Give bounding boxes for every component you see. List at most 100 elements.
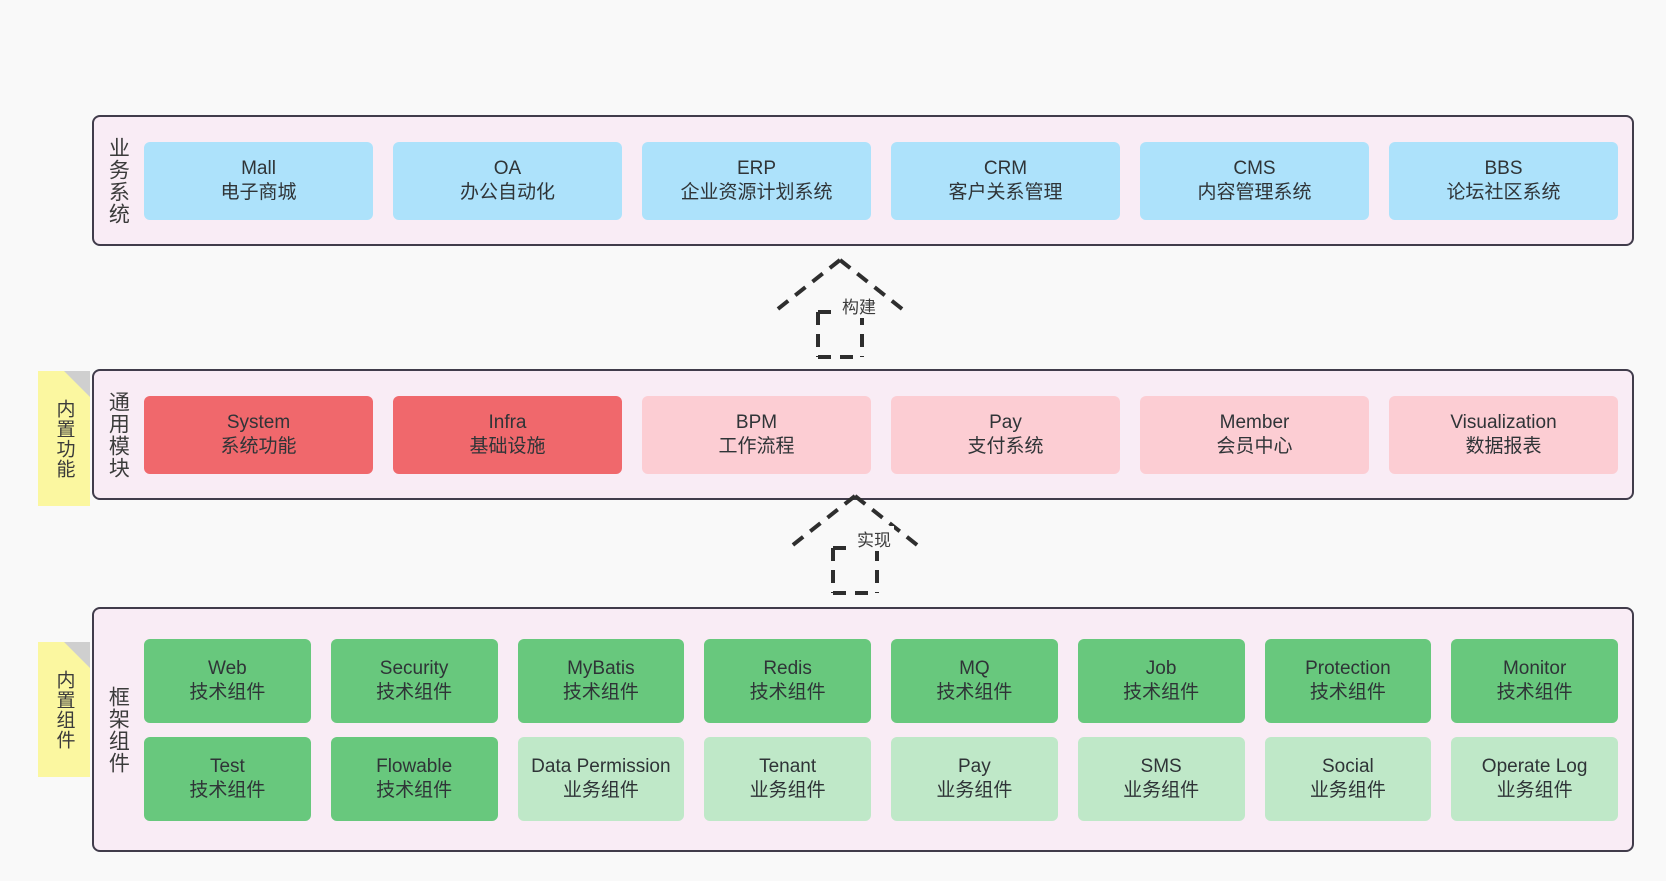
node-title: Infra [488, 412, 527, 434]
layer-body-business: Mall 电子商城 OA 办公自动化 ERP 企业资源计划系统 CRM 客户关系… [140, 117, 1632, 244]
node-subtitle: 企业资源计划系统 [680, 181, 833, 203]
node-sms[interactable]: SMS 业务组件 [1077, 736, 1245, 821]
node-title: Security [379, 658, 449, 680]
node-title: MQ [959, 658, 990, 680]
row-framework-1: Web 技术组件 Security 技术组件 MyBatis 技术组件 Redi… [144, 638, 1618, 723]
node-pay-module[interactable]: Pay 支付系统 [891, 395, 1120, 474]
node-title: CMS [1233, 158, 1276, 180]
node-title: ERP [736, 158, 777, 180]
node-bpm[interactable]: BPM 工作流程 [642, 395, 871, 474]
node-title: Social [1322, 756, 1374, 778]
node-subtitle: 业务组件 [936, 779, 1013, 801]
node-title: Visualization [1450, 412, 1557, 434]
node-title: MyBatis [567, 658, 635, 680]
node-subtitle: 技术组件 [1123, 681, 1200, 703]
node-subtitle: 基础设施 [469, 435, 546, 457]
node-oa[interactable]: OA 办公自动化 [393, 141, 622, 220]
node-subtitle: 业务组件 [1496, 779, 1573, 801]
node-subtitle: 论坛社区系统 [1446, 181, 1561, 203]
node-title: SMS [1140, 756, 1182, 778]
node-flowable[interactable]: Flowable 技术组件 [330, 736, 498, 821]
node-subtitle: 技术组件 [1309, 681, 1386, 703]
node-subtitle: 业务组件 [749, 779, 826, 801]
node-cms[interactable]: CMS 内容管理系统 [1140, 141, 1369, 220]
node-title: Web [208, 658, 247, 680]
node-title: OA [493, 158, 522, 180]
node-title: System [226, 412, 291, 434]
layer-common-modules[interactable]: 通用模块 System 系统功能 Infra 基础设施 BPM 工作流程 Pay… [92, 369, 1634, 500]
node-tenant[interactable]: Tenant 业务组件 [704, 736, 871, 821]
node-title: Monitor [1502, 658, 1567, 680]
node-erp[interactable]: ERP 企业资源计划系统 [642, 141, 871, 220]
node-subtitle: 支付系统 [967, 435, 1044, 457]
node-subtitle: 办公自动化 [459, 181, 555, 203]
node-job[interactable]: Job 技术组件 [1077, 638, 1245, 723]
node-title: Protection [1305, 658, 1391, 680]
node-subtitle: 技术组件 [562, 681, 639, 703]
node-subtitle: 技术组件 [936, 681, 1013, 703]
node-monitor[interactable]: Monitor 技术组件 [1451, 638, 1618, 723]
node-mq[interactable]: MQ 技术组件 [891, 638, 1058, 723]
node-security[interactable]: Security 技术组件 [330, 638, 498, 723]
layer-title-modules: 通用模块 [106, 390, 130, 479]
layer-body-framework: Web 技术组件 Security 技术组件 MyBatis 技术组件 Redi… [140, 609, 1632, 850]
node-subtitle: 会员中心 [1216, 435, 1293, 457]
node-subtitle: 技术组件 [1496, 681, 1573, 703]
node-subtitle: 内容管理系统 [1197, 181, 1312, 203]
sticky-note-builtin-functions[interactable]: 内置功能 [38, 371, 90, 506]
arrow-label-build: 构建 [839, 293, 879, 318]
node-subtitle: 客户关系管理 [948, 181, 1063, 203]
row-modules-1: System 系统功能 Infra 基础设施 BPM 工作流程 Pay 支付系统… [144, 395, 1618, 474]
node-subtitle: 技术组件 [376, 681, 453, 703]
node-infra[interactable]: Infra 基础设施 [393, 395, 622, 474]
node-member[interactable]: Member 会员中心 [1140, 395, 1369, 474]
node-mybatis[interactable]: MyBatis 技术组件 [517, 638, 685, 723]
node-social[interactable]: Social 业务组件 [1264, 736, 1432, 821]
node-visualization[interactable]: Visualization 数据报表 [1389, 395, 1618, 474]
node-bbs[interactable]: BBS 论坛社区系统 [1389, 141, 1618, 220]
node-title: CRM [983, 158, 1028, 180]
node-redis[interactable]: Redis 技术组件 [704, 638, 871, 723]
node-title: Pay [958, 756, 991, 778]
node-subtitle: 业务组件 [1123, 779, 1200, 801]
node-subtitle: 工作流程 [718, 435, 795, 457]
node-mall[interactable]: Mall 电子商城 [144, 141, 373, 220]
node-subtitle: 业务组件 [562, 779, 639, 801]
node-subtitle: 技术组件 [189, 779, 266, 801]
node-title: BPM [735, 412, 778, 434]
node-system[interactable]: System 系统功能 [144, 395, 373, 474]
node-title: Redis [763, 658, 812, 680]
node-title: Flowable [376, 756, 453, 778]
node-crm[interactable]: CRM 客户关系管理 [891, 141, 1120, 220]
arrow-label-implement: 实现 [854, 526, 894, 551]
node-title: Pay [989, 412, 1022, 434]
node-title: Job [1145, 658, 1177, 680]
node-web[interactable]: Web 技术组件 [144, 638, 311, 723]
node-title: Operate Log [1481, 756, 1588, 778]
row-framework-2: Test 技术组件 Flowable 技术组件 Data Permission … [144, 736, 1618, 821]
node-subtitle: 电子商城 [220, 181, 297, 203]
node-title: Mall [241, 158, 276, 180]
node-subtitle: 技术组件 [749, 681, 826, 703]
node-subtitle: 业务组件 [1309, 779, 1386, 801]
node-data-permission[interactable]: Data Permission 业务组件 [517, 736, 685, 821]
node-pay-component[interactable]: Pay 业务组件 [891, 736, 1058, 821]
node-protection[interactable]: Protection 技术组件 [1264, 638, 1432, 723]
node-subtitle: 技术组件 [376, 779, 453, 801]
node-title: Member [1219, 412, 1290, 434]
node-test[interactable]: Test 技术组件 [144, 736, 311, 821]
node-subtitle: 系统功能 [220, 435, 297, 457]
layer-title-framework: 框架组件 [106, 685, 130, 774]
layer-business-systems[interactable]: 业务系统 Mall 电子商城 OA 办公自动化 ERP 企业资源计划系统 CRM… [92, 115, 1634, 246]
node-operate-log[interactable]: Operate Log 业务组件 [1451, 736, 1618, 821]
layer-title-business: 业务系统 [106, 136, 130, 225]
node-title: Tenant [759, 756, 817, 778]
node-subtitle: 技术组件 [189, 681, 266, 703]
node-title: Test [209, 756, 245, 778]
node-title: Data Permission [531, 756, 671, 778]
sticky-note-builtin-components[interactable]: 内置组件 [38, 642, 90, 777]
node-title: BBS [1484, 158, 1523, 180]
node-subtitle: 数据报表 [1465, 435, 1542, 457]
layer-framework-components[interactable]: 框架组件 Web 技术组件 Security 技术组件 MyBatis 技术组件… [92, 607, 1634, 852]
